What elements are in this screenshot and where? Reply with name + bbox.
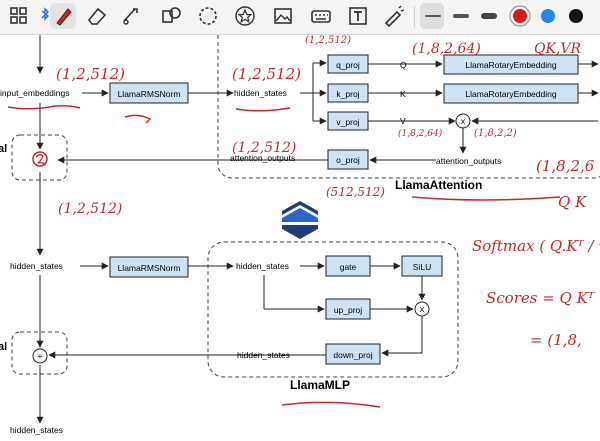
arrow-mult-to-downproj bbox=[381, 316, 423, 357]
lasso-icon[interactable] bbox=[118, 3, 144, 29]
bluetooth-icon bbox=[32, 3, 50, 29]
mlp-title: LlamaMLP bbox=[290, 378, 350, 392]
attention-outputs-right-label: attention_outputs bbox=[436, 156, 501, 166]
annot-scores-shape: (1,8,2,2) bbox=[474, 128, 517, 139]
q-label: Q bbox=[400, 60, 407, 70]
annot-softmax: Softmax ( Q.Kᵀ / √d ) · bbox=[472, 237, 600, 255]
star-icon[interactable] bbox=[232, 3, 258, 29]
hidden-states-label-2: hidden_states bbox=[10, 261, 63, 271]
attention-title: LlamaAttention bbox=[395, 178, 482, 192]
residual-label-1: al bbox=[0, 143, 7, 155]
app-logo bbox=[282, 201, 318, 239]
v-label: V bbox=[400, 116, 406, 126]
underline-input bbox=[7, 105, 81, 110]
hidden-states-label-4: hidden_states bbox=[237, 350, 290, 360]
mult-node-mlp-label: X bbox=[419, 305, 424, 314]
hidden-states-label-3: hidden_states bbox=[236, 261, 289, 271]
annot-oproj: (512,512) bbox=[326, 185, 385, 199]
attention-container bbox=[217, 35, 600, 179]
annot-v-shape: (1,8,2,64) bbox=[398, 128, 443, 139]
residual-box-2 bbox=[11, 331, 68, 375]
eraser-icon[interactable] bbox=[84, 3, 110, 29]
hidden-states-label-1: hidden_states bbox=[234, 88, 287, 98]
mlp-container bbox=[207, 241, 459, 378]
lasso-select-icon[interactable] bbox=[195, 3, 221, 29]
k-proj-label: k_proj bbox=[336, 89, 359, 99]
color-black-swatch[interactable] bbox=[563, 3, 587, 29]
add-node-2-label: + bbox=[38, 351, 43, 361]
pen-weight-medium[interactable] bbox=[448, 3, 472, 29]
residual-label-2: al bbox=[0, 341, 7, 353]
attention-outputs-left-label: attention_outputs bbox=[230, 153, 295, 163]
down-proj-block bbox=[325, 343, 381, 365]
q-proj-label: q_proj bbox=[336, 60, 360, 70]
silu-label: SiLU bbox=[413, 262, 431, 272]
image-icon[interactable] bbox=[270, 3, 296, 29]
annot-shape-3: (1,8,2,64) bbox=[412, 41, 481, 57]
color-swatch-dot bbox=[513, 9, 527, 23]
whiteboard-canvas[interactable]: LlamaRMSNorm hidden_states input_embeddi… bbox=[0, 35, 600, 441]
color-swatch-dot bbox=[569, 9, 583, 23]
annot-shape-2: (1,2,512) bbox=[232, 65, 301, 83]
underline-mlp bbox=[281, 401, 381, 408]
toolbar bbox=[0, 0, 600, 35]
annot-scores-shape-2: = (1,8, bbox=[530, 331, 582, 349]
underline-hidden bbox=[235, 107, 291, 112]
diagram-svg: LlamaRMSNorm hidden_states input_embeddi… bbox=[0, 35, 600, 435]
shapes-icon[interactable] bbox=[158, 3, 184, 29]
handwritten-underlines bbox=[7, 105, 561, 408]
o-proj-label: o_proj bbox=[336, 155, 360, 165]
pen-weight-thin[interactable] bbox=[420, 3, 444, 29]
up-proj-label: up_proj bbox=[334, 305, 362, 315]
annot-attn-out: (1,2,512) bbox=[232, 140, 296, 156]
color-red-swatch[interactable] bbox=[507, 3, 531, 29]
v-proj-label: v_proj bbox=[336, 117, 359, 127]
pen-icon[interactable] bbox=[50, 3, 76, 29]
annot-right: (1,8,2,6 bbox=[536, 157, 595, 175]
gate-label: gate bbox=[340, 262, 357, 272]
rmsnorm-mid-block bbox=[109, 256, 189, 278]
annot-shape-1: (1,2,512) bbox=[56, 65, 125, 83]
text-box-icon[interactable] bbox=[345, 3, 371, 29]
handwritten-annotations: (1,2,512) (1,2,512) (1,2,512) (1,8,2,64)… bbox=[56, 35, 600, 349]
color-blue-swatch[interactable] bbox=[535, 3, 559, 29]
annot-top-cut: (1,2,512) bbox=[305, 35, 351, 46]
rotary-k-label: LlamaRotaryEmbedding bbox=[465, 89, 556, 99]
k-label: K bbox=[400, 89, 406, 99]
keyboard-icon[interactable] bbox=[308, 3, 334, 29]
mult-node-attn-label: x bbox=[461, 116, 466, 126]
toolbar-divider bbox=[414, 6, 415, 28]
laser-pointer-icon[interactable] bbox=[380, 3, 406, 29]
annot-qkt: Q K bbox=[558, 193, 587, 211]
annot-scores: Scores = Q Kᵀ bbox=[486, 289, 595, 307]
underline-rmsnorm bbox=[124, 114, 152, 124]
input-embeddings-label: input_embeddings bbox=[0, 88, 69, 98]
grid-select-icon[interactable] bbox=[6, 3, 32, 29]
rmsnorm-mid-label: LlamaRMSNorm bbox=[118, 263, 181, 273]
hidden-states-label-5: hidden_states bbox=[10, 425, 63, 435]
underline-attention bbox=[411, 196, 561, 201]
add-node-2 bbox=[32, 348, 48, 364]
color-swatch-dot bbox=[541, 9, 555, 23]
annot-residual-shape: (1,2,512) bbox=[58, 201, 122, 217]
add-node-1-scribble bbox=[35, 154, 46, 166]
add-node-1 bbox=[32, 151, 48, 167]
rmsnorm-top-label: LlamaRMSNorm bbox=[118, 89, 181, 99]
pen-weight-thick[interactable] bbox=[476, 3, 500, 29]
down-proj-label: down_proj bbox=[333, 350, 372, 360]
rotary-q-label: LlamaRotaryEmbedding bbox=[465, 60, 556, 70]
annot-qkv: QK,VR bbox=[534, 41, 581, 57]
